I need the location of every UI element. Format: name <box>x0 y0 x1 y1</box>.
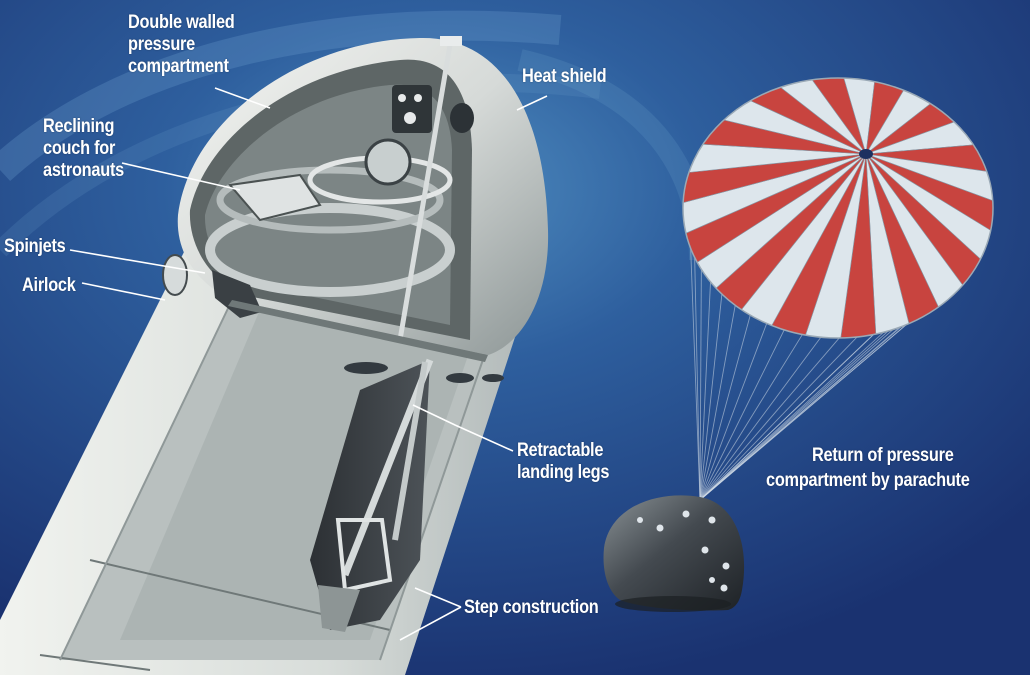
returning-capsule <box>603 495 745 612</box>
label-retractable-landing-legs: Retractable landing legs <box>517 440 610 483</box>
leader-step-1 <box>414 587 462 608</box>
shroud-line <box>699 321 789 501</box>
shroud-line <box>699 284 724 501</box>
label-return-by-parachute: compartment by parachute <box>766 470 970 491</box>
label-double-walled-pressure-compartment: Double walled pressure compartment <box>128 12 235 77</box>
leader-lines <box>69 87 548 641</box>
label-spinjets: Spinjets <box>4 236 66 257</box>
leader-retractable <box>412 404 514 452</box>
shroud-line <box>699 306 754 501</box>
step-line-2 <box>39 654 151 671</box>
leader-airlock <box>81 282 166 301</box>
shroud-line <box>699 271 712 501</box>
airlock-hatch <box>162 254 188 296</box>
leader-step-2 <box>399 606 462 641</box>
label-reclining-couch: Reclining couch for astronauts <box>43 116 124 181</box>
capsule-shell <box>603 495 745 611</box>
shroud-line <box>699 327 849 501</box>
reclining-couch <box>228 173 322 222</box>
label-return-of-pressure-compartment: Return of pressure <box>812 445 954 466</box>
leader-spinjets <box>69 249 206 274</box>
pressure-compartment <box>162 36 549 362</box>
shroud-line <box>699 327 829 501</box>
leader-heat-shield <box>516 95 548 111</box>
shroud-line <box>693 242 701 501</box>
deck-ring <box>205 203 455 297</box>
shroud-line <box>699 325 869 501</box>
leader-double-walled <box>214 87 271 109</box>
landing-foot-frame <box>335 518 393 593</box>
porthole <box>364 138 412 186</box>
label-step-construction: Step construction <box>464 597 599 618</box>
landing-leg-strut <box>341 358 434 577</box>
landing-foot <box>318 585 360 632</box>
shroud-line <box>699 257 702 501</box>
shroud-line <box>699 314 771 501</box>
capsule-ports <box>637 510 730 592</box>
central-mast <box>397 44 453 341</box>
label-airlock: Airlock <box>22 275 76 296</box>
label-heat-shield: Heat shield <box>522 66 607 87</box>
leader-reclining <box>121 162 241 191</box>
shroud-line <box>699 325 809 501</box>
shroud-line <box>699 296 738 501</box>
parachute-vent <box>859 149 873 159</box>
instrument-panel <box>392 85 432 133</box>
shroud-line <box>689 226 701 501</box>
parachute-gore <box>865 153 993 209</box>
